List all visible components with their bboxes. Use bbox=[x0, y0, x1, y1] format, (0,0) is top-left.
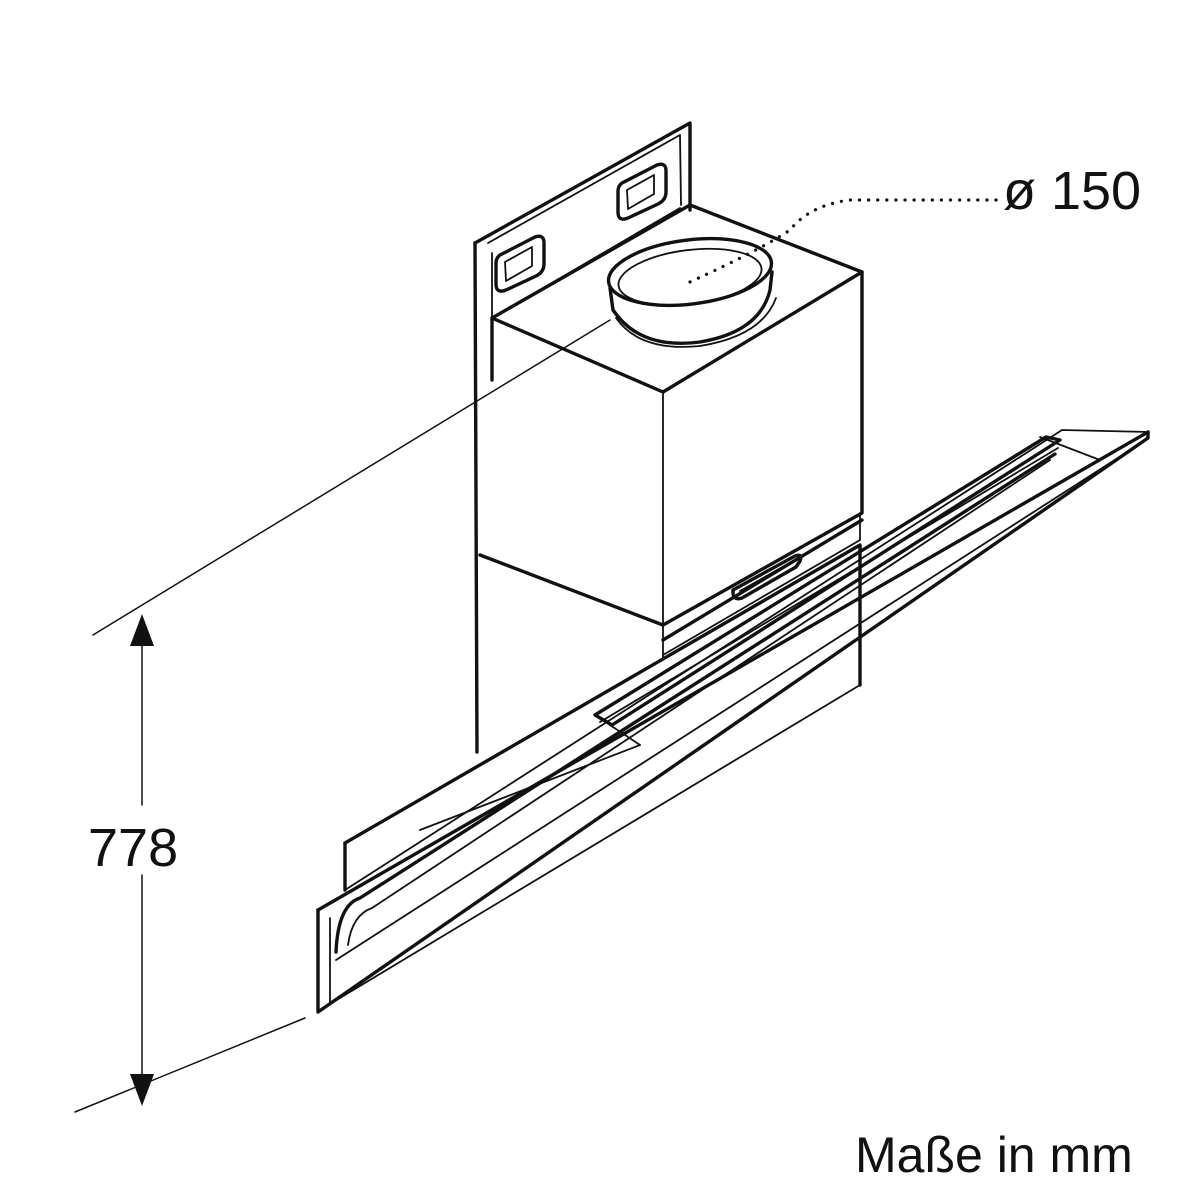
mounting-slot-right bbox=[616, 162, 668, 221]
wall-mounting-plate bbox=[473, 121, 692, 754]
grip-handle bbox=[731, 553, 803, 601]
diameter-label: ø 150 bbox=[1003, 161, 1141, 221]
height-dimension bbox=[74, 319, 611, 1113]
dimension-arrow-top bbox=[130, 614, 154, 646]
glass-canopy bbox=[316, 429, 1150, 1014]
mounting-slot-left bbox=[494, 234, 546, 293]
diameter-leader bbox=[688, 198, 1002, 284]
units-note: Maße in mm bbox=[855, 1127, 1133, 1183]
extension-line-bottom bbox=[74, 1017, 306, 1113]
exhaust-collar bbox=[606, 237, 777, 348]
dimension-arrow-bottom bbox=[130, 1074, 154, 1106]
chimney-box bbox=[478, 203, 864, 661]
extension-line-top bbox=[92, 319, 611, 636]
height-label: 778 bbox=[88, 818, 178, 878]
